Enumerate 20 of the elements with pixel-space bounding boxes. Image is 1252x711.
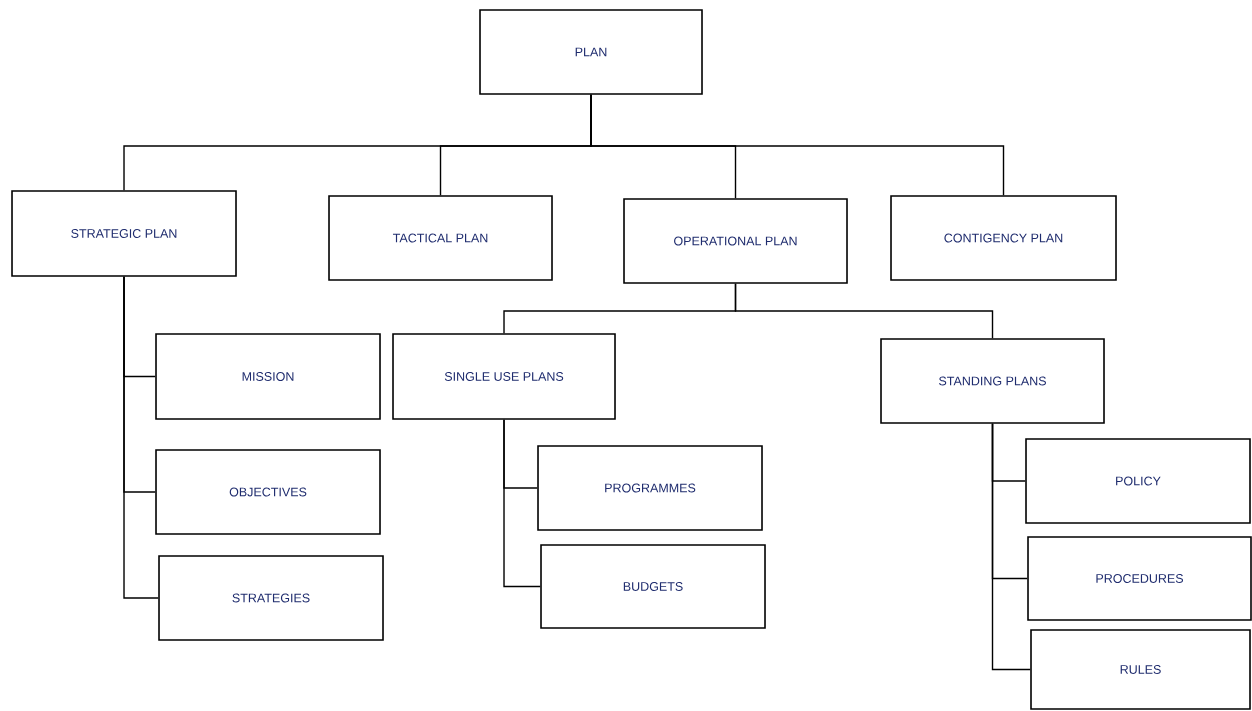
plan-box: OPERATIONAL PLAN xyxy=(623,198,848,284)
plan-box: POLICY xyxy=(1025,438,1251,524)
connector-line xyxy=(991,423,1031,671)
plan-box: PROGRAMMES xyxy=(537,445,763,531)
connector-line xyxy=(734,283,994,339)
connector-line xyxy=(123,276,159,599)
connector-line xyxy=(503,419,541,588)
connector-line xyxy=(590,94,1005,196)
plan-box: SINGLE USE PLANS xyxy=(392,333,616,420)
plan-box: CONTIGENCY PLAN xyxy=(890,195,1117,281)
plan-box: STRATEGIC PLAN xyxy=(11,190,237,277)
plan-box: OBJECTIVES xyxy=(155,449,381,535)
plan-box: RULES xyxy=(1030,629,1251,710)
plan-box: PROCEDURES xyxy=(1027,536,1252,621)
plan-box: TACTICAL PLAN xyxy=(328,195,553,281)
plan-box: STRATEGIES xyxy=(158,555,384,641)
plan-box: PLAN xyxy=(479,9,703,95)
plan-box: MISSION xyxy=(155,333,381,420)
plan-box: STANDING PLANS xyxy=(880,338,1105,424)
plan-box: BUDGETS xyxy=(540,544,766,629)
